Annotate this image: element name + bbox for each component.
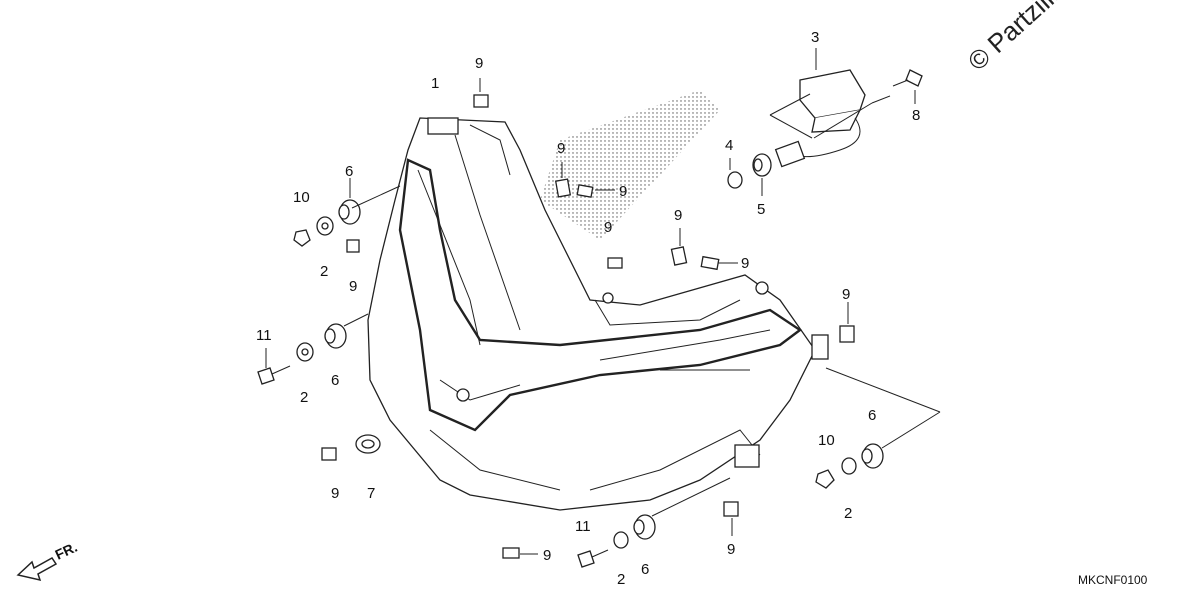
grommet-bottom <box>633 514 656 540</box>
nut-upper-left <box>293 229 311 247</box>
callout-9: 9 <box>349 278 357 295</box>
callout-6: 6 <box>868 407 876 424</box>
grommet-small <box>752 153 772 177</box>
callout-6: 6 <box>331 372 339 389</box>
diagram-code: MKCNF0100 <box>1078 573 1148 587</box>
callout-labels: 1 9 6 10 2 9 9 9 9 9 9 3 8 4 5 9 11 6 2 … <box>256 29 920 588</box>
callout-8: 8 <box>912 107 920 124</box>
callout-2: 2 <box>300 389 308 406</box>
callout-10: 10 <box>293 189 310 206</box>
callout-9: 9 <box>557 140 565 157</box>
callout-2: 2 <box>617 571 625 588</box>
headlight-unit <box>367 90 829 511</box>
callout-9: 9 <box>604 219 612 236</box>
callout-4: 4 <box>725 137 733 154</box>
grommet-mid-left <box>324 323 347 349</box>
grommet-right <box>861 443 884 469</box>
grommet-round <box>355 434 381 454</box>
callout-11: 11 <box>575 518 591 535</box>
callout-10: 10 <box>818 432 835 449</box>
callout-6: 6 <box>641 561 649 578</box>
grommet-upper-left <box>338 199 361 225</box>
callout-3: 3 <box>811 29 819 46</box>
watermark: © Partzilla <box>962 0 1071 76</box>
callout-7: 7 <box>367 485 375 502</box>
callout-9: 9 <box>475 55 483 72</box>
bolt-flange <box>892 69 923 87</box>
callout-9: 9 <box>741 255 749 272</box>
nut-clip <box>321 94 855 559</box>
callout-6: 6 <box>345 163 353 180</box>
leader-lines <box>265 48 941 555</box>
callout-9: 9 <box>619 183 627 200</box>
collar-upper-left <box>316 216 334 236</box>
relay <box>774 69 866 168</box>
callout-5: 5 <box>757 201 765 218</box>
collar-mid-left <box>296 342 314 362</box>
collar-bottom <box>613 531 629 549</box>
callout-11: 11 <box>256 327 272 344</box>
collar-small <box>727 171 743 189</box>
bolt-bottom <box>577 549 609 568</box>
front-direction-label: FR. <box>53 539 80 563</box>
callout-9: 9 <box>674 207 682 224</box>
front-arrow-icon <box>16 557 58 582</box>
callout-9: 9 <box>543 547 551 564</box>
collar-right <box>841 457 857 475</box>
callout-1: 1 <box>431 75 439 92</box>
callout-9: 9 <box>727 541 735 558</box>
callout-9: 9 <box>842 286 850 303</box>
callout-2: 2 <box>844 505 852 522</box>
nut-right <box>815 469 835 489</box>
callout-9: 9 <box>331 485 339 502</box>
front-direction-indicator: FR. <box>16 539 80 582</box>
bolt-mid-left <box>257 365 291 385</box>
callout-2: 2 <box>320 263 328 280</box>
